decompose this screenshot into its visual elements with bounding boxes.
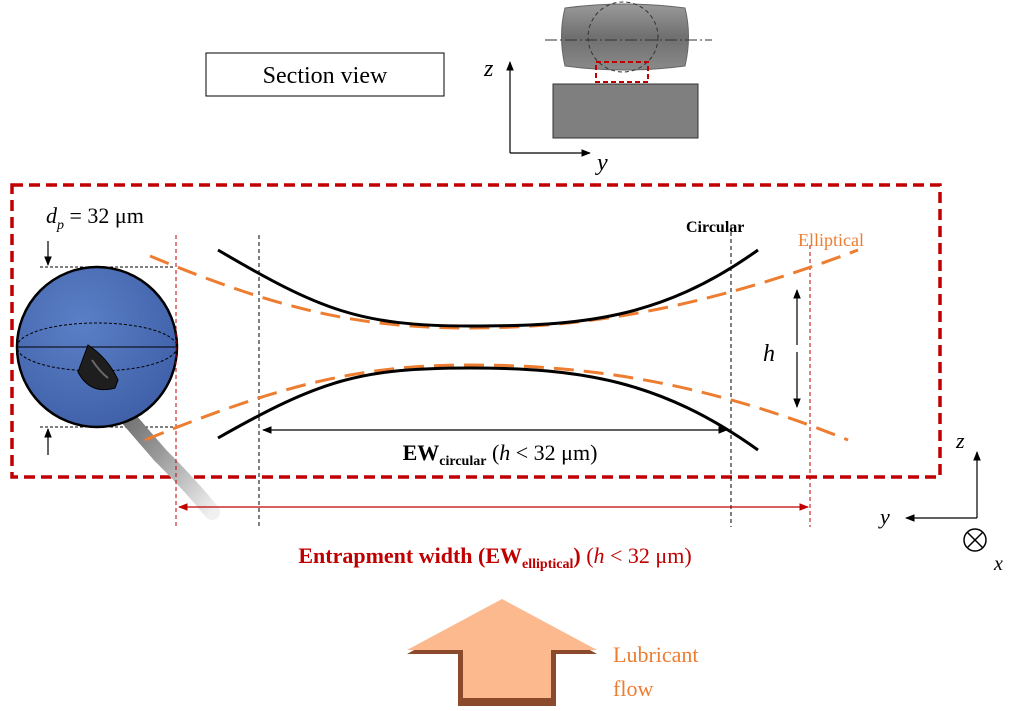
gap-label: h <box>763 341 775 367</box>
disc-section <box>552 83 699 139</box>
section-inset: z y <box>483 1 712 176</box>
flow-label-line2: flow <box>613 676 653 701</box>
zoom-frame <box>10 183 942 479</box>
elliptical-upper-profile <box>149 248 859 330</box>
circular-upper-profile <box>217 248 759 328</box>
coord-y-label: y <box>878 504 890 529</box>
coord-x-into-page-icon <box>963 528 987 552</box>
ball-outline-dashed <box>587 1 659 73</box>
section-view-label: Section view <box>205 52 445 97</box>
contact-zoom-box <box>595 61 649 83</box>
lubricant-flow-arrow <box>407 599 597 706</box>
flow-arrow-body <box>407 599 597 698</box>
particle-marker-highlight <box>91 359 109 379</box>
coord-x-cross-b <box>966 531 984 549</box>
ew-circular-label: EWcircular (h < 32 μm) <box>403 440 598 469</box>
circular-label: Circular <box>686 219 744 236</box>
circular-lower-profile <box>217 366 759 452</box>
elliptical-lower-profile <box>144 363 849 442</box>
section-view-text: Section view <box>263 63 388 89</box>
particle-diameter-annotation: dp = 32 μm <box>40 203 175 455</box>
particle <box>15 265 220 520</box>
flow-label-line1: Lubricant <box>613 642 699 667</box>
coord-z-label: z <box>955 428 965 453</box>
ball-section <box>561 3 689 71</box>
ew-elliptical-label: Entrapment width (EWelliptical) (h < 32 … <box>298 543 691 572</box>
inset-z-label: z <box>483 56 494 82</box>
particle-diameter-label: dp = 32 μm <box>46 203 144 233</box>
inset-y-label: y <box>595 150 608 176</box>
coord-x-label: x <box>993 553 1003 575</box>
elliptical-label: Elliptical <box>798 230 864 250</box>
coordinate-system: z y x <box>878 428 1003 575</box>
